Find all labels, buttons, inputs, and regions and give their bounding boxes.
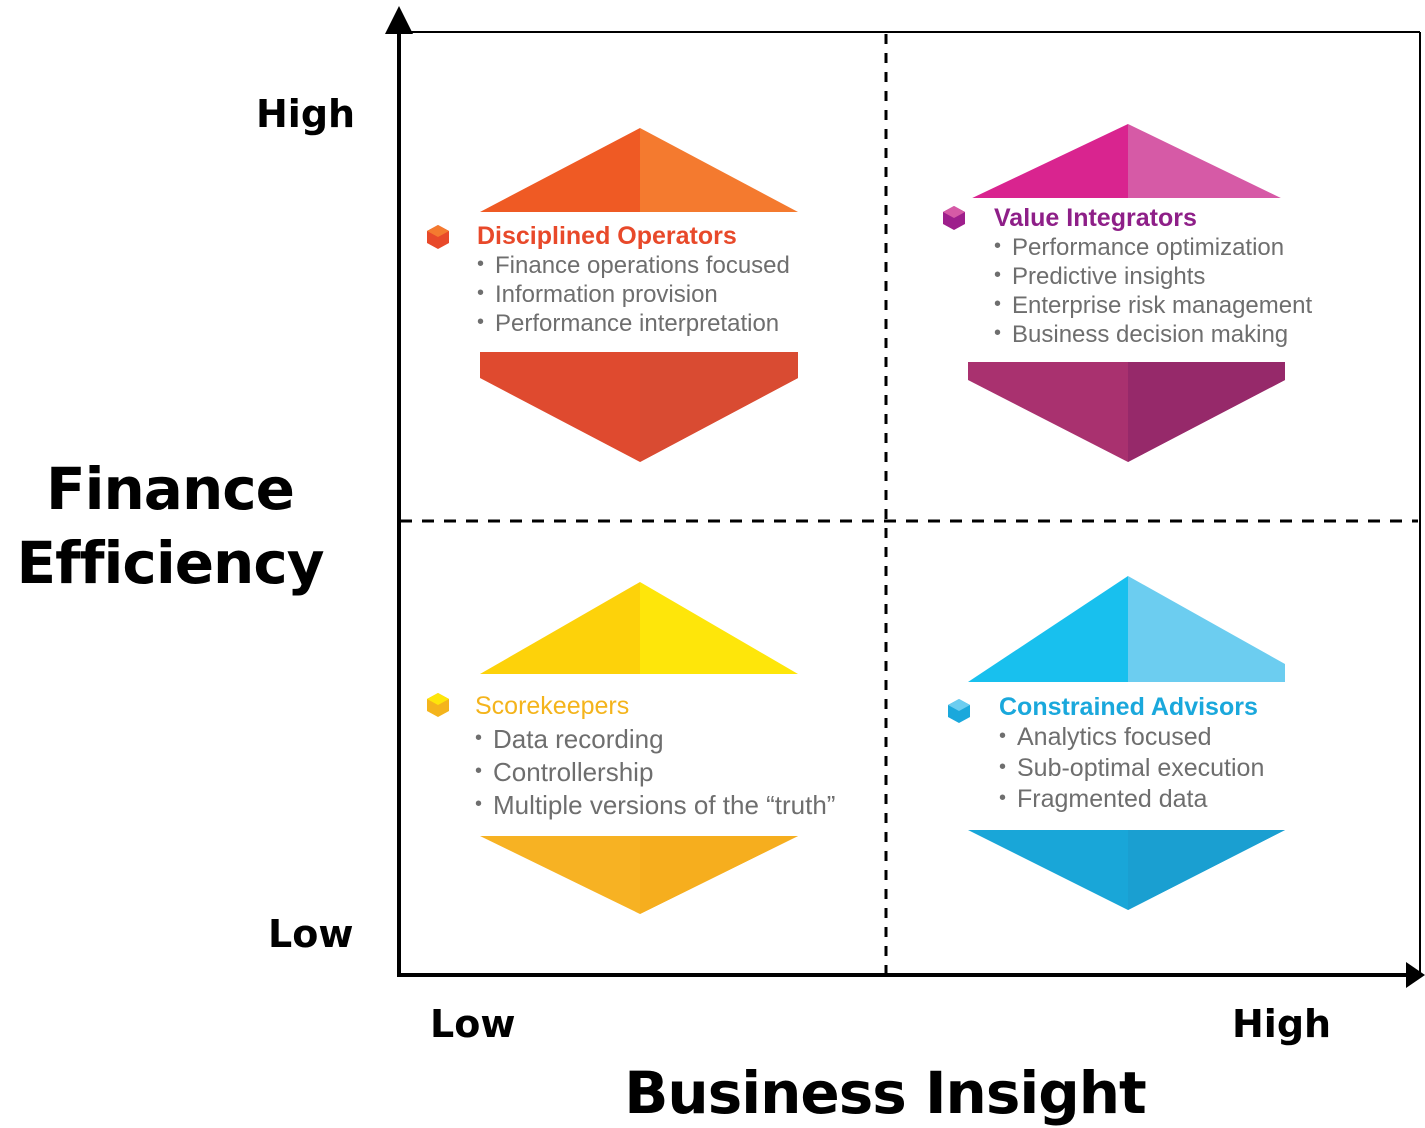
bullet-item: Sub-optimal execution [999,752,1264,784]
bullet-item: Information provision [477,279,790,309]
hexagon-icon [427,225,449,249]
bullet-item: Business decision making [994,319,1312,349]
quadrant-constrained-advisors: Constrained Advisors Analytics focused S… [936,684,1326,828]
bullet-item: Multiple versions of the “truth” [475,788,835,822]
hexagon-disciplined-operators [480,128,798,462]
bullet-item: Performance interpretation [477,308,790,338]
bullet-list: Data recording Controllership Multiple v… [475,722,835,822]
quadrant-disciplined-operators: Disciplined Operators Finance operations… [420,214,835,350]
hexagon-icon [948,699,970,723]
hexagon-constrained-advisors [968,576,1285,910]
hexagon-icon [427,693,449,717]
bullet-list: Performance optimization Predictive insi… [994,232,1312,349]
hexagon-icon [943,206,965,230]
y-axis-title: Finance Efficiency [0,452,340,600]
x-tick-low: Low [430,1002,516,1046]
bullet-item: Predictive insights [994,261,1312,291]
y-tick-low: Low [268,912,354,956]
y-tick-high: High [256,92,356,136]
hexagon-scorekeepers [480,582,798,914]
bullet-item: Performance optimization [994,232,1312,262]
bullet-item: Controllership [475,755,835,789]
bullet-list: Finance operations focused Information p… [477,250,790,338]
quadrant-title: Value Integrators [994,204,1197,232]
y-axis-title-line-2: Efficiency [16,529,324,597]
hexagon-value-integrators [968,124,1285,462]
quadrant-title: Constrained Advisors [999,693,1258,721]
quadrant-value-integrators: Value Integrators Performance optimizati… [936,198,1376,360]
bullet-item: Enterprise risk management [994,290,1312,320]
bullet-item: Finance operations focused [477,250,790,280]
quadrant-title: Scorekeepers [475,692,630,720]
x-axis-title: Business Insight [624,1059,1147,1127]
y-axis-arrow [385,6,413,34]
bullet-item: Fragmented data [999,783,1264,815]
quadrant-title: Disciplined Operators [477,222,737,250]
x-axis-arrow [1406,962,1425,988]
bullet-list: Analytics focused Sub-optimal execution … [999,721,1264,815]
y-axis-title-line-1: Finance [46,455,295,523]
quadrant-scorekeepers: Scorekeepers Data recording Controllersh… [420,676,860,834]
bullet-item: Data recording [475,722,835,756]
bullet-item: Analytics focused [999,721,1264,753]
x-tick-high: High [1232,1002,1332,1046]
